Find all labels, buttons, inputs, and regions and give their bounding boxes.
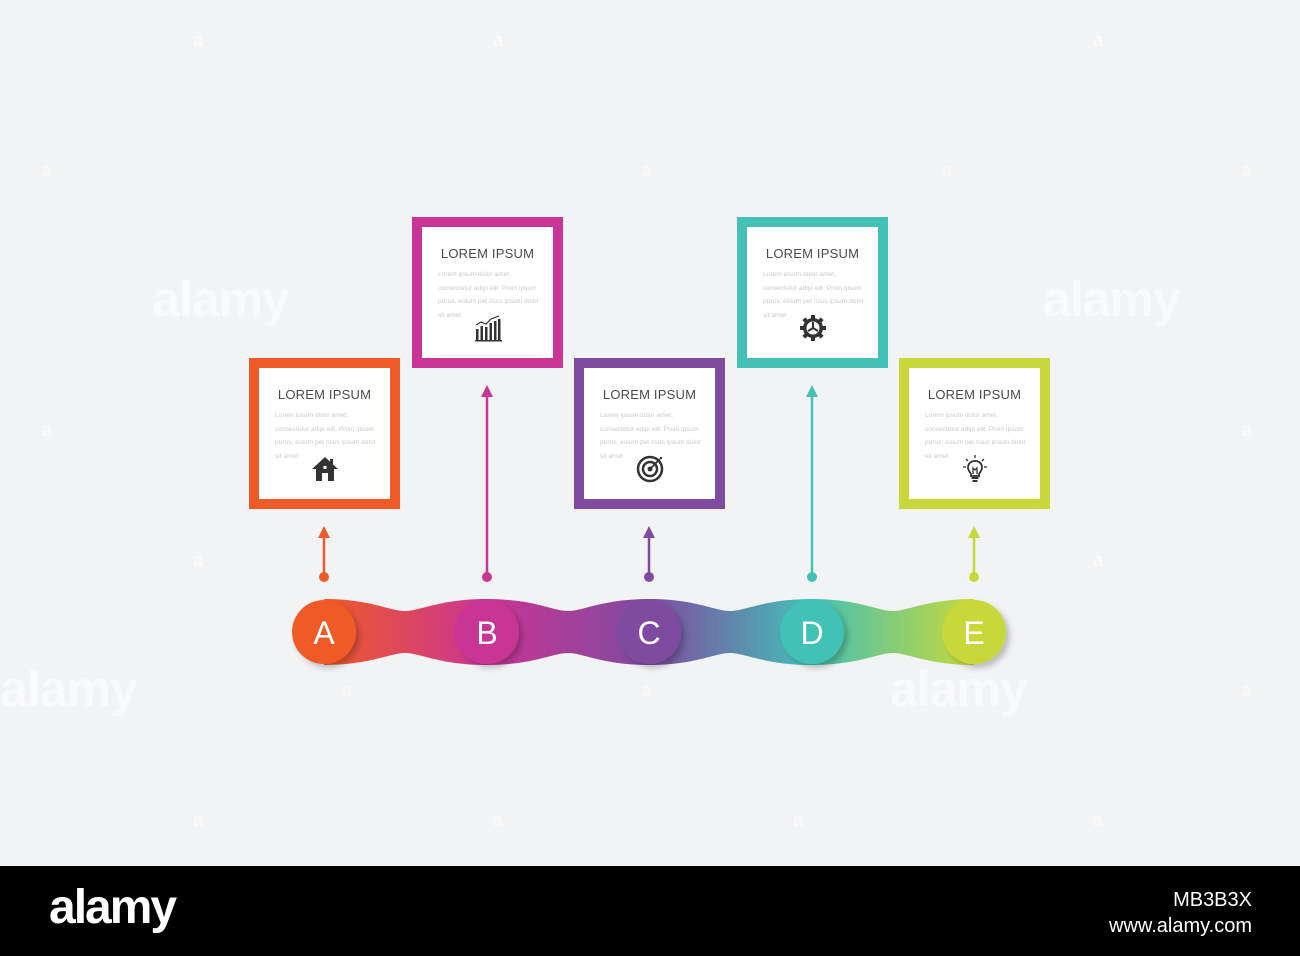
timeline-band-ab <box>324 599 487 665</box>
connector-a <box>318 526 330 582</box>
watermark-mark: a <box>42 420 53 440</box>
connector-d <box>806 385 818 582</box>
node-letter-e: E <box>963 615 984 651</box>
watermark-mark: a <box>193 30 204 50</box>
connector-e <box>968 526 980 582</box>
timeline-band-cd <box>649 599 812 665</box>
watermark-mark: a <box>1093 30 1104 50</box>
timeline-band-bc <box>487 599 649 665</box>
watermark-text: alamy <box>1043 271 1181 327</box>
card-title: LOREM IPSUM <box>602 387 697 402</box>
watermark-mark: a <box>1093 550 1104 570</box>
node-letter-c: C <box>637 615 660 651</box>
card-text: Lorem ipsum dolor amet, consectetur adip… <box>925 412 1026 460</box>
target-icon <box>635 454 665 484</box>
watermark-mark: a <box>193 550 204 570</box>
bar-chart-icon <box>473 313 503 343</box>
watermark-mark: a <box>1093 810 1104 830</box>
node-letter-b: B <box>476 615 497 651</box>
watermark-mark: a <box>493 30 504 50</box>
step-card-d: LOREM IPSUM Lorem ipsum dolor amet, cons… <box>737 217 888 368</box>
card-title: LOREM IPSUM <box>927 387 1022 402</box>
card-title: LOREM IPSUM <box>440 246 535 261</box>
infographic-canvas: alamy alamy alamy alamy a a a a a a a a … <box>0 30 1253 830</box>
watermark-mark: a <box>42 160 53 180</box>
connector-c <box>643 526 655 582</box>
watermark-mark: a <box>193 810 204 830</box>
step-card-e: LOREM IPSUM Lorem ipsum dolor amet, cons… <box>899 358 1050 509</box>
watermark-mark: a <box>342 680 353 700</box>
card-text: Lorem ipsum dolor amet, consectetur adip… <box>275 412 376 460</box>
timeline-node-d <box>780 600 844 664</box>
image-id: MB3B3X <box>1173 889 1252 911</box>
watermark-mark: a <box>1242 680 1253 700</box>
watermark-mark: a <box>793 810 804 830</box>
timeline-node-c <box>617 600 681 664</box>
lightbulb-icon <box>960 454 990 484</box>
gear-icon <box>798 313 828 343</box>
timeline-graphic: A B C D E <box>292 385 1006 665</box>
step-card-b: LOREM IPSUM Lorem ipsum dolor amet, cons… <box>412 217 563 368</box>
card-text: Lorem ipsum dolor amet, consectetur adip… <box>438 271 539 319</box>
watermark-text: alamy <box>890 661 1028 717</box>
footer-logo: alamy <box>49 881 177 934</box>
watermark-mark: a <box>1242 160 1253 180</box>
timeline-node-b <box>455 600 519 664</box>
watermark-mark: a <box>493 810 504 830</box>
watermark-text: alamy <box>0 661 138 717</box>
site-url: www.alamy.com <box>1109 915 1252 937</box>
watermark-mark: a <box>642 680 653 700</box>
watermark-mark: a <box>942 160 953 180</box>
watermark-text: alamy <box>152 271 290 327</box>
watermark-mark: a <box>1242 420 1253 440</box>
connector-b <box>481 385 493 582</box>
node-letter-d: D <box>800 615 823 651</box>
step-card-a: LOREM IPSUM Lorem ipsum dolor amet, cons… <box>249 358 400 509</box>
card-title: LOREM IPSUM <box>765 246 860 261</box>
timeline-node-e <box>942 600 1006 664</box>
watermark-mark: a <box>642 160 653 180</box>
step-card-c: LOREM IPSUM Lorem ipsum dolor amet, cons… <box>574 358 725 509</box>
node-letter-a: A <box>313 615 335 651</box>
card-text: Lorem ipsum dolor amet, consectetur adip… <box>600 412 701 460</box>
timeline-band-de <box>812 599 974 665</box>
timeline-node-a <box>292 600 356 664</box>
card-text: Lorem ipsum dolor amet, consectetur adip… <box>763 271 864 319</box>
footer-bar: alamy MB3B3X www.alamy.com <box>0 866 1300 956</box>
house-icon <box>310 454 340 484</box>
card-title: LOREM IPSUM <box>277 387 372 402</box>
